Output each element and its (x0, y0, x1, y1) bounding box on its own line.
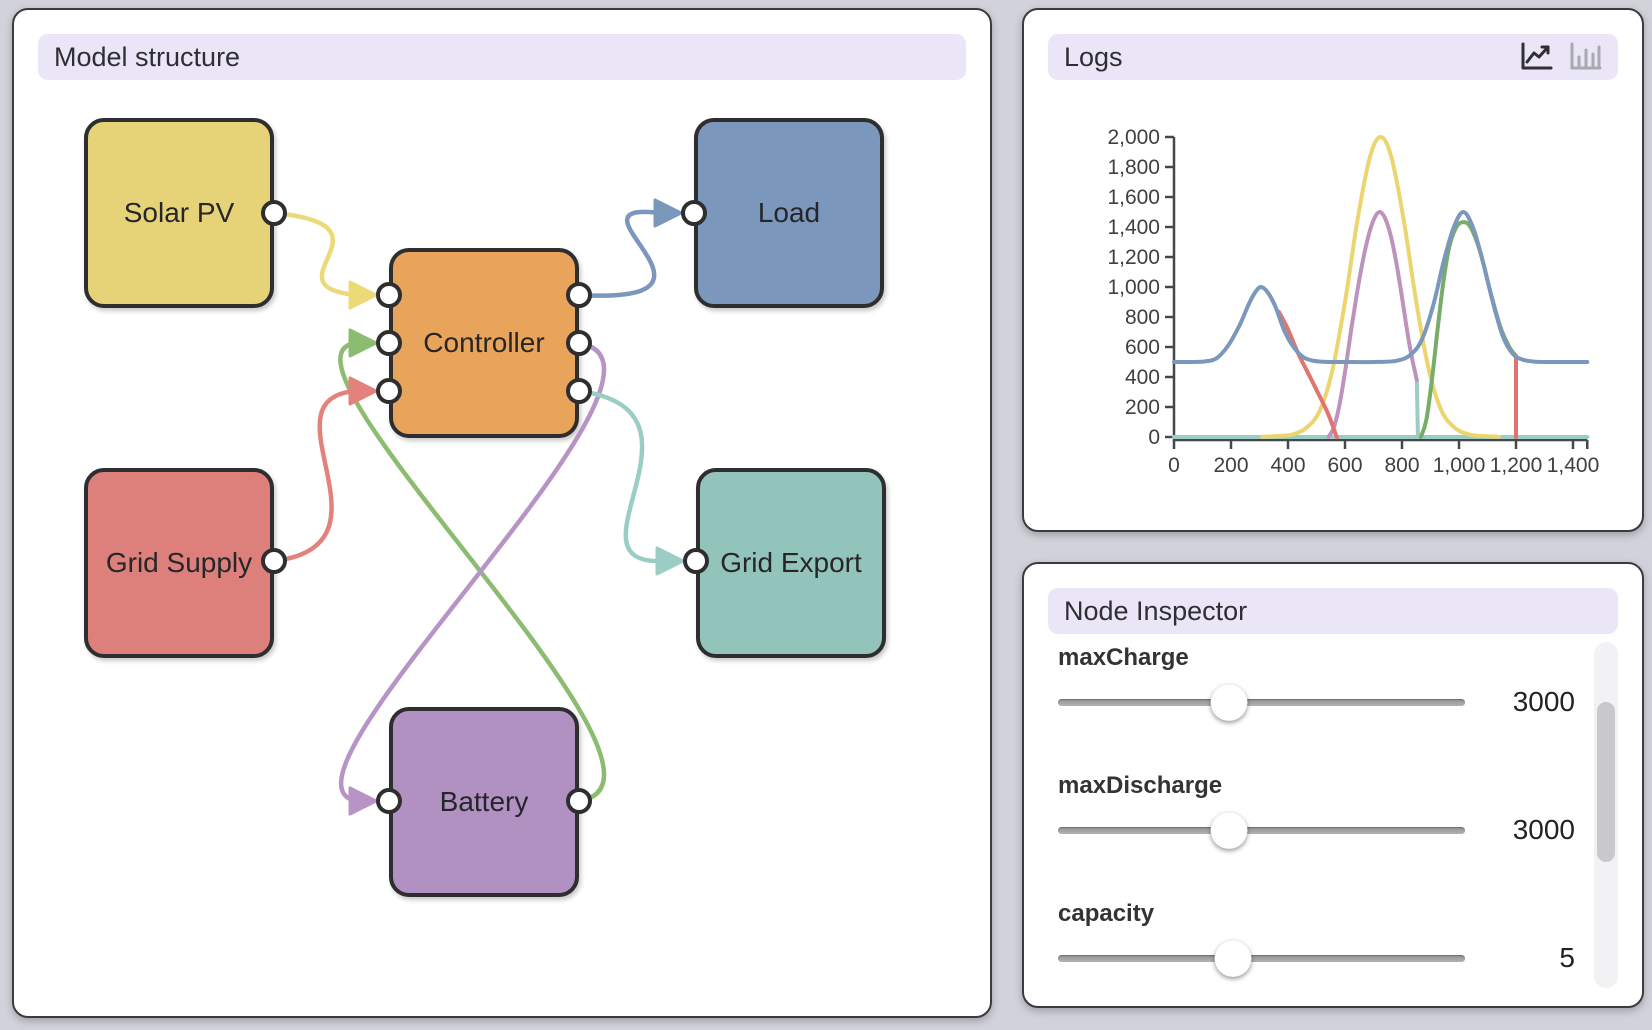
maxcharge-slider-handle[interactable] (1210, 684, 1248, 721)
edge-grid-supply-to-controller[interactable] (271, 388, 358, 564)
port-grid-export-in[interactable] (683, 548, 709, 574)
node-grid-export-label: Grid Export (720, 547, 862, 578)
edge-controller-to-load[interactable] (576, 209, 663, 298)
maxcharge-value: 3000 (1512, 686, 1575, 717)
x-tick-label: 1,000 (1433, 454, 1486, 477)
node-load-label: Load (757, 197, 821, 228)
inspector-scrollbar[interactable] (1594, 642, 1618, 988)
bar-chart-icon[interactable] (1568, 41, 1602, 73)
series-red (1276, 309, 1339, 440)
arrowhead-controller-to-battery (348, 786, 378, 816)
chart-axes (1172, 137, 1588, 442)
y-tick-label: 1,000 (1107, 276, 1160, 299)
series-teal (1414, 379, 1420, 439)
port-load-in[interactable] (681, 200, 707, 226)
node-inspector-title: Node Inspector (1064, 595, 1248, 626)
port-solar-out[interactable] (261, 200, 287, 226)
series-blue (1172, 210, 1590, 365)
port-grid-supply-out[interactable] (261, 548, 287, 574)
logs-title: Logs (1064, 41, 1123, 72)
maxdischarge-value: 3000 (1512, 814, 1575, 845)
y-tick-label: 1,800 (1107, 156, 1160, 179)
edge-battery-to-controller[interactable] (338, 340, 607, 804)
maxcharge-slider[interactable] (1058, 682, 1465, 722)
logs-chart-svg: 02004006008001,0001,2001,4001,6001,8002,… (1107, 126, 1600, 477)
node-grid-export[interactable]: Grid Export (696, 468, 886, 658)
port-controller-in-3[interactable] (376, 378, 402, 404)
capacity-slider[interactable] (1058, 938, 1465, 978)
x-tick-label: 1,400 (1547, 454, 1600, 477)
inspector-scrollbar-thumb[interactable] (1597, 702, 1615, 862)
y-tick-label: 2,000 (1107, 126, 1160, 149)
x-tick-label: 600 (1327, 454, 1362, 477)
node-graph-canvas[interactable]: Solar PV Load Controller Grid Supply Gri… (14, 10, 994, 1020)
field-maxdischarge: maxDischarge 3000 (1058, 772, 1575, 850)
field-maxdischarge-label: maxDischarge (1058, 772, 1223, 799)
x-tick-label: 400 (1270, 454, 1305, 477)
x-tick-label: 1,200 (1490, 454, 1543, 477)
maxdischarge-slider-track[interactable] (1058, 827, 1465, 834)
logs-header: Logs (1048, 34, 1618, 80)
arrowhead-solar-to-controller (348, 280, 378, 310)
port-controller-in-1[interactable] (376, 282, 402, 308)
maxdischarge-slider-handle[interactable] (1210, 812, 1248, 849)
field-capacity: capacity 5 (1058, 900, 1575, 978)
edge-controller-to-grid-export[interactable] (576, 388, 665, 564)
y-tick-label: 800 (1125, 306, 1160, 329)
x-tick-label: 200 (1213, 454, 1248, 477)
y-tick-label: 0 (1148, 426, 1160, 449)
series-yellow (1260, 135, 1501, 439)
node-solar-pv[interactable]: Solar PV (84, 118, 274, 308)
y-tick-label: 1,400 (1107, 216, 1160, 239)
port-controller-in-2[interactable] (376, 330, 402, 356)
maxdischarge-slider[interactable] (1058, 810, 1465, 850)
node-inspector-panel: Node Inspector maxCharge 3000 maxDischar… (1022, 562, 1644, 1008)
capacity-slider-track[interactable] (1058, 955, 1465, 962)
y-tick-label: 1,200 (1107, 246, 1160, 269)
edge-controller-to-battery[interactable] (338, 340, 607, 804)
capacity-slider-handle[interactable] (1214, 940, 1252, 977)
node-inspector-header: Node Inspector (1048, 588, 1618, 634)
arrowhead-battery-to-controller (348, 328, 378, 358)
node-grid-supply-label: Grid Supply (105, 547, 253, 578)
port-battery-out[interactable] (566, 788, 592, 814)
y-tick-label: 1,600 (1107, 186, 1160, 209)
maxcharge-slider-track[interactable] (1058, 699, 1465, 706)
field-maxcharge-label: maxCharge (1058, 644, 1189, 671)
field-maxcharge: maxCharge 3000 (1058, 644, 1575, 722)
series-purple (1326, 210, 1419, 439)
edge-solar-to-controller[interactable] (271, 210, 358, 298)
arrowhead-controller-to-load (653, 198, 683, 228)
model-structure-panel: Model structure Solar PV Load Controller… (12, 8, 992, 1018)
y-tick-label: 400 (1125, 366, 1160, 389)
arrowhead-grid-supply-to-controller (348, 376, 378, 406)
x-tick-label: 800 (1384, 454, 1419, 477)
arrowhead-controller-to-grid-export (655, 546, 685, 576)
model-structure-title: Model structure (54, 41, 241, 72)
port-battery-in[interactable] (376, 788, 402, 814)
node-grid-supply[interactable]: Grid Supply (84, 468, 274, 658)
x-tick-label: 0 (1168, 454, 1180, 477)
port-controller-out-1[interactable] (566, 282, 592, 308)
field-capacity-label: capacity (1058, 900, 1155, 927)
line-chart-icon[interactable] (1518, 41, 1554, 73)
capacity-value: 5 (1559, 942, 1575, 973)
node-controller-label: Controller (423, 327, 545, 358)
port-controller-out-2[interactable] (566, 330, 592, 356)
model-structure-header: Model structure (38, 34, 966, 80)
y-tick-label: 600 (1125, 336, 1160, 359)
edges-layer (261, 198, 709, 816)
node-solar-pv-label: Solar PV (123, 197, 235, 228)
node-battery-label: Battery (439, 786, 529, 817)
port-controller-out-3[interactable] (566, 378, 592, 404)
y-tick-label: 200 (1125, 396, 1160, 419)
